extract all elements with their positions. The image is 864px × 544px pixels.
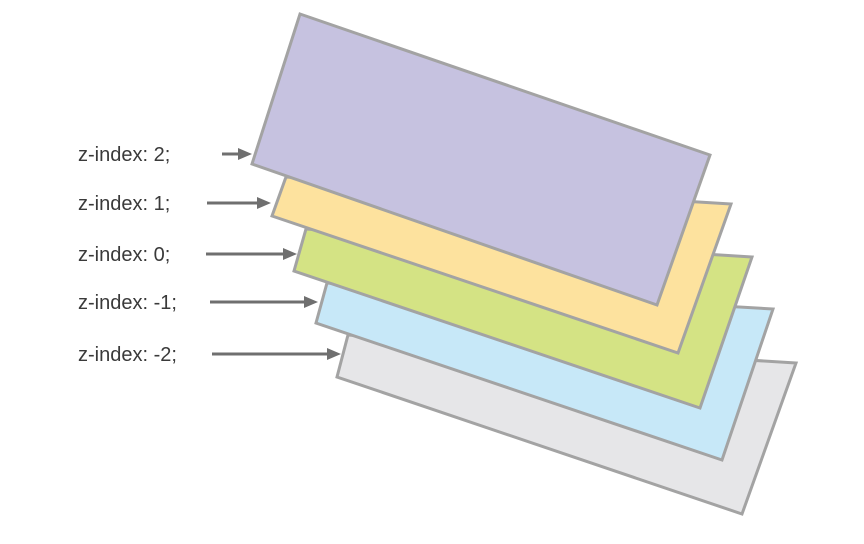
layer-arrow <box>210 296 318 308</box>
layer-label: z-index: 1; <box>78 193 170 215</box>
layer-z-2: z-index: 2; <box>78 12 712 307</box>
layer-label: z-index: -2; <box>78 344 177 366</box>
layer-card <box>250 12 712 307</box>
layer-arrow <box>212 348 341 360</box>
layer-arrow <box>206 248 297 260</box>
layer-label: z-index: -1; <box>78 292 177 314</box>
layer-arrow <box>222 148 252 160</box>
layer-label: z-index: 0; <box>78 244 170 266</box>
layer-label: z-index: 2; <box>78 144 170 166</box>
layer-arrow <box>207 197 271 209</box>
